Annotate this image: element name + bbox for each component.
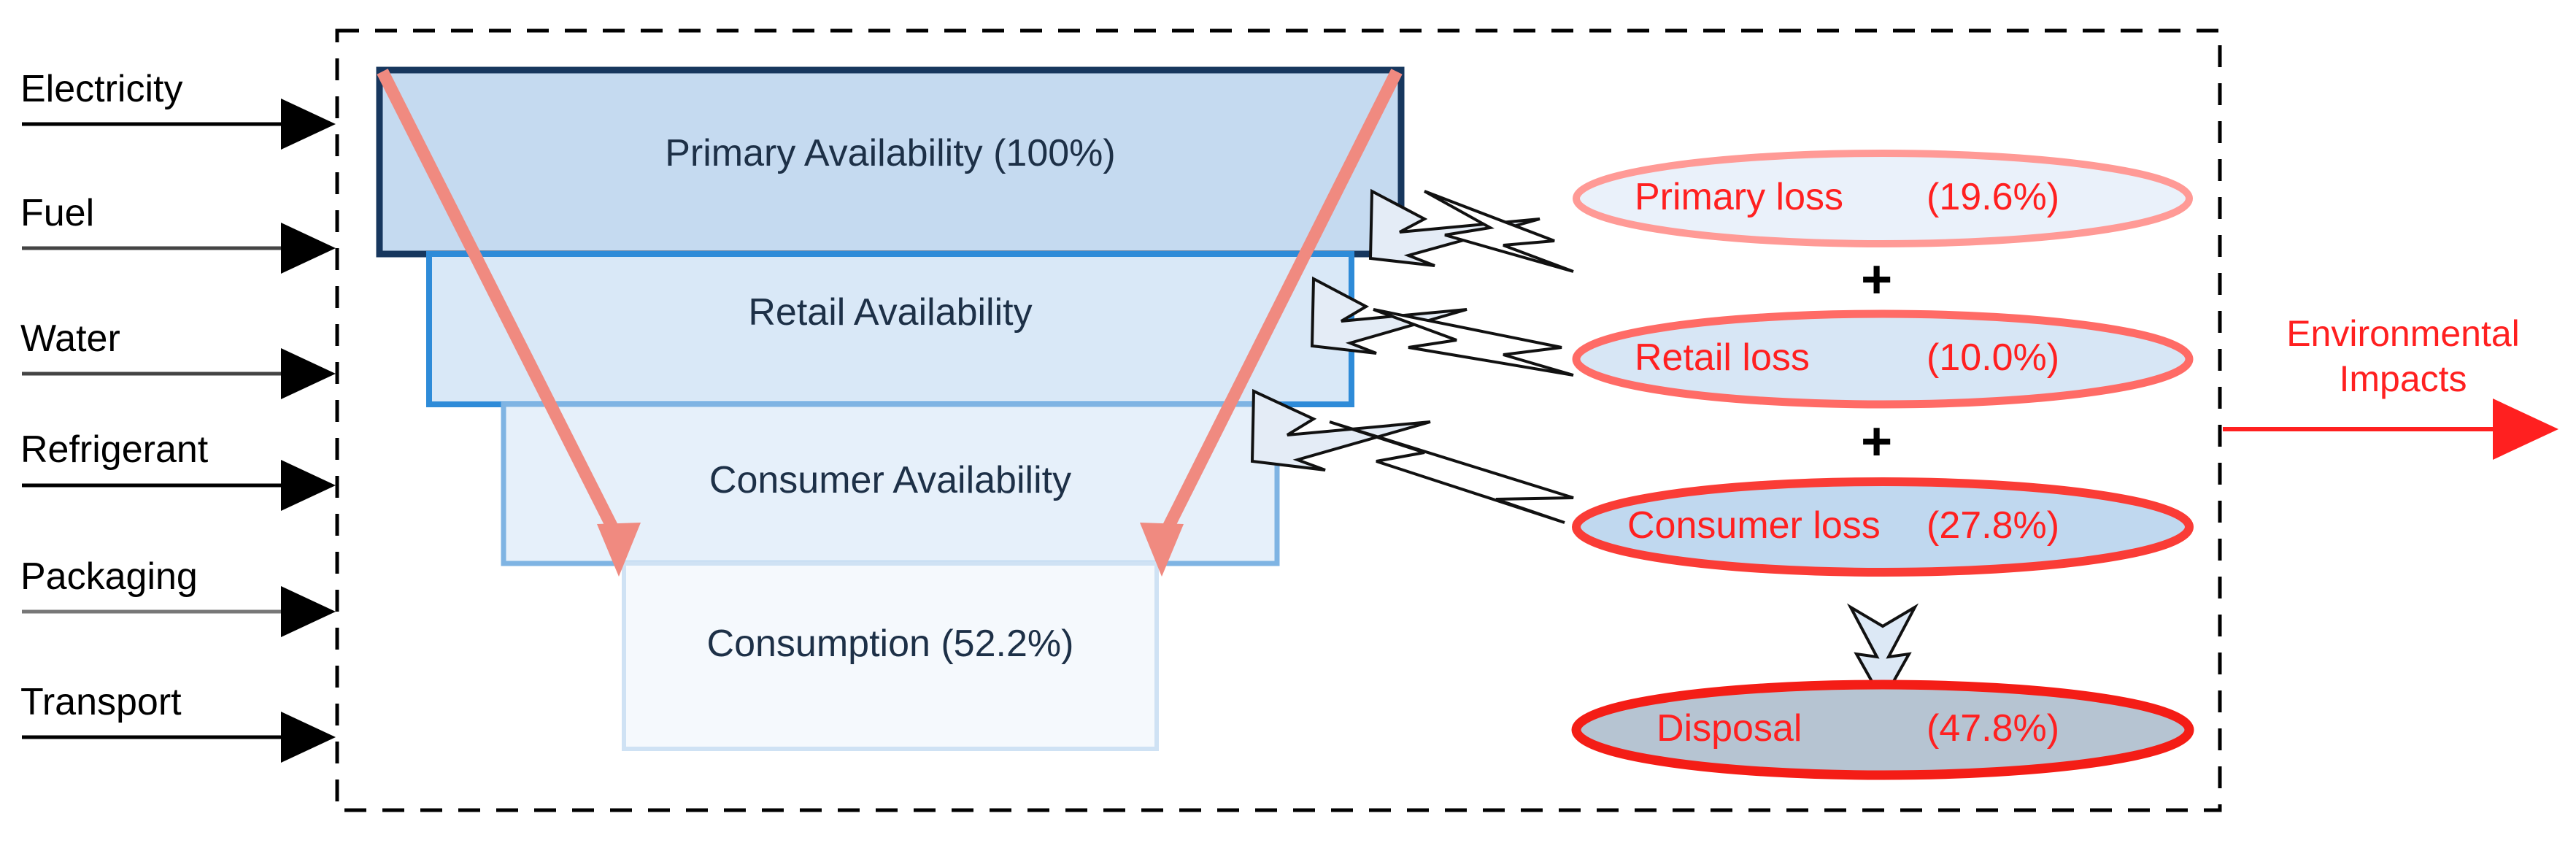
- loss-label-consumer-loss: Consumer loss: [1627, 504, 1881, 547]
- environmental-impacts-line-1: Environmental: [2286, 313, 2520, 354]
- funnel-label-consumer: Consumer Availability: [709, 459, 1072, 501]
- loss-node-primary-loss[interactable]: [1573, 150, 2193, 247]
- operator-plus-2: +: [1861, 411, 1893, 471]
- funnel-label-consumption: Consumption (52.2%): [706, 623, 1074, 665]
- environmental-impacts-line-2: Impacts: [2339, 358, 2467, 399]
- loss-percent-disposal: (47.8%): [1927, 707, 2060, 750]
- loss-label-primary-loss: Primary loss: [1635, 176, 1844, 218]
- operator-plus-1: +: [1861, 249, 1893, 309]
- funnel-stage-primary[interactable]: [376, 66, 1405, 258]
- input-label-fuel: Fuel: [20, 192, 95, 234]
- loss-node-disposal[interactable]: [1571, 680, 2194, 780]
- input-label-packaging: Packaging: [20, 555, 198, 598]
- system-boundary: [335, 28, 2222, 812]
- input-label-water: Water: [20, 317, 120, 360]
- funnel-label-primary: Primary Availability (100%): [665, 132, 1116, 174]
- funnel-stage-consumption[interactable]: [622, 561, 1159, 751]
- funnel-stage-retail[interactable]: [426, 251, 1354, 407]
- input-label-transport: Transport: [20, 681, 182, 723]
- loss-percent-primary-loss: (19.6%): [1927, 176, 2060, 218]
- loss-arrow-retail: [1310, 276, 1574, 377]
- loss-label-disposal: Disposal: [1657, 707, 1802, 750]
- input-label-electricity: Electricity: [20, 68, 183, 110]
- funnel-label-retail: Retail Availability: [748, 291, 1033, 334]
- loss-node-consumer-loss[interactable]: [1572, 477, 2194, 577]
- funnel-convergence-arrow-left: [377, 69, 641, 577]
- loss-label-retail-loss: Retail loss: [1635, 336, 1810, 379]
- loss-percent-consumer-loss: (27.8%): [1927, 504, 2060, 547]
- loss-node-retail-loss[interactable]: [1572, 309, 2194, 409]
- loss-percent-retail-loss: (10.0%): [1927, 336, 2060, 379]
- input-label-refrigerant: Refrigerant: [20, 428, 209, 471]
- loss-arrow-disposal: [1846, 603, 1919, 704]
- loss-arrow-primary: [1368, 188, 1574, 273]
- loss-arrow-consumer: [1250, 388, 1574, 524]
- funnel-convergence-arrow-right: [1140, 69, 1403, 577]
